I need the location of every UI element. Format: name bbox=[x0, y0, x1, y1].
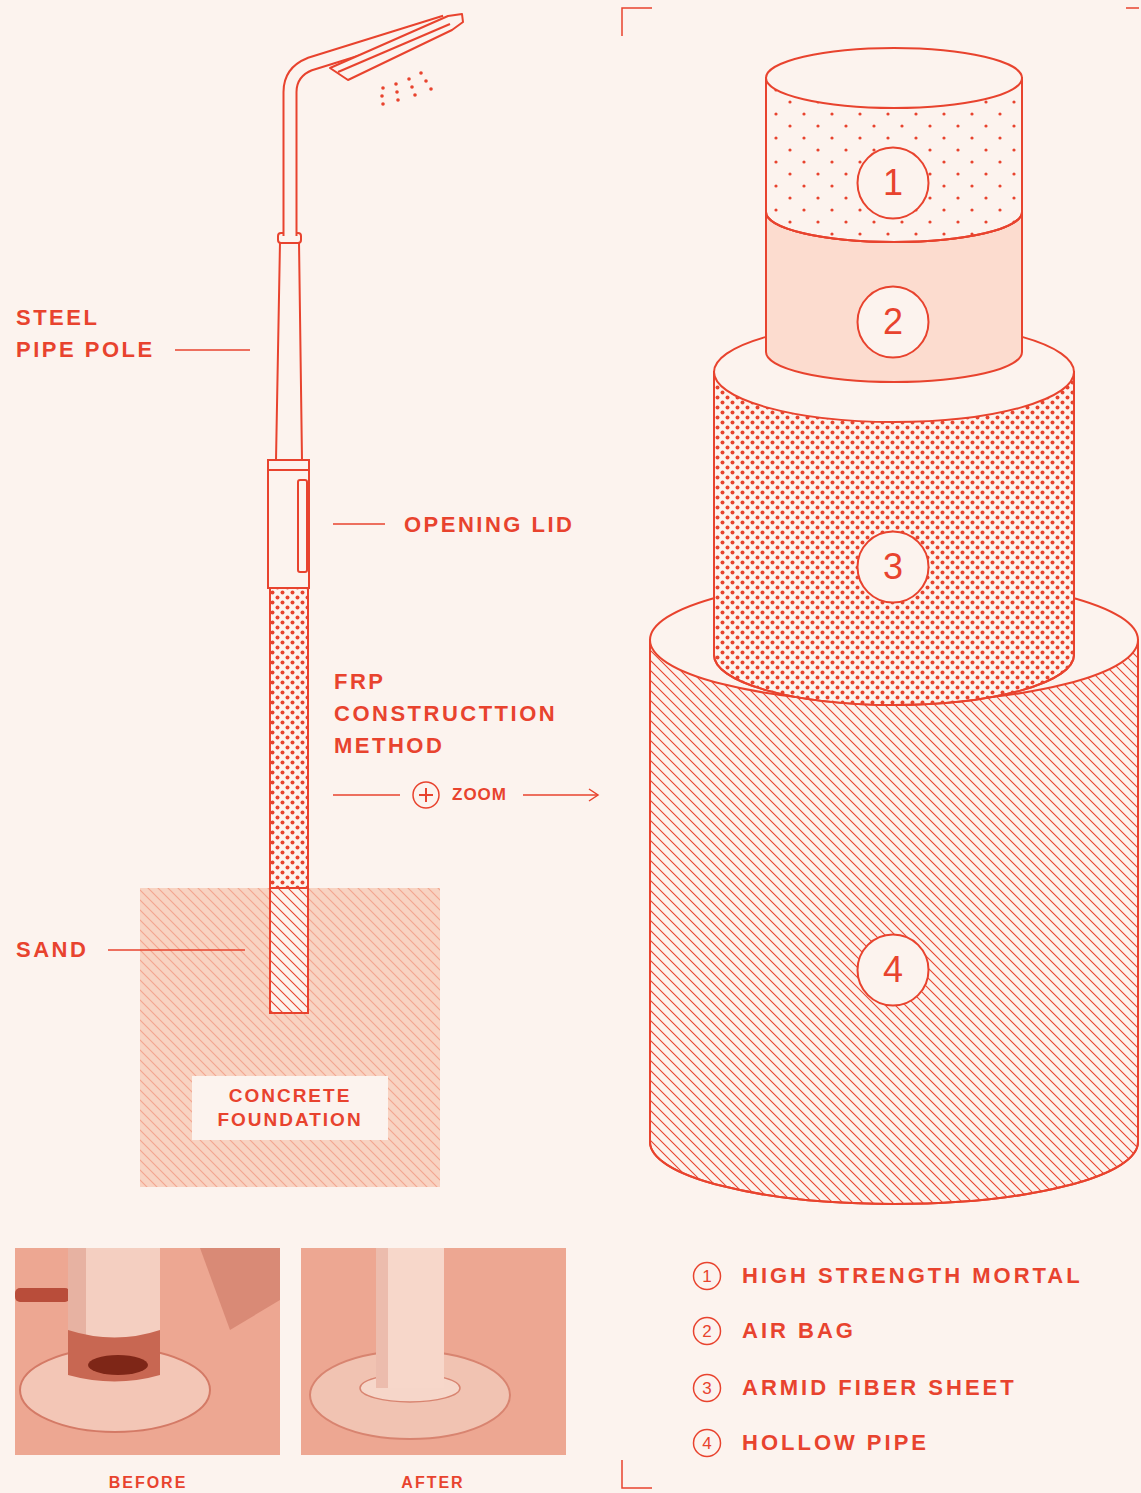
light-dot bbox=[419, 71, 423, 75]
callout-number: 4 bbox=[856, 933, 930, 1007]
zoom-plus bbox=[419, 788, 433, 802]
circle-shape bbox=[694, 1375, 721, 1402]
mortar-top bbox=[766, 48, 1022, 108]
light-dot bbox=[395, 90, 399, 94]
key-label: HIGH STRENGTH MORTAL bbox=[742, 1261, 1083, 1291]
number-text: 3 bbox=[702, 1380, 711, 1397]
number-text: 1 bbox=[702, 1268, 711, 1285]
photo-pole-base bbox=[20, 1348, 210, 1432]
frp-section bbox=[270, 588, 308, 888]
zoom-line bbox=[333, 794, 400, 796]
number-text: 2 bbox=[883, 304, 903, 340]
lamp-bulb bbox=[338, 24, 450, 72]
after-photo bbox=[301, 1248, 566, 1455]
key-label: HOLLOW PIPE bbox=[742, 1428, 929, 1458]
foundation-label-box: CONCRETE FOUNDATION bbox=[192, 1076, 388, 1140]
pole-upper-section bbox=[276, 242, 302, 460]
key-number: 3 bbox=[692, 1373, 722, 1403]
callout-number: 2 bbox=[856, 285, 930, 359]
circle-shape bbox=[694, 1430, 721, 1457]
light-dot bbox=[381, 102, 385, 106]
circle-shape bbox=[858, 148, 929, 219]
photo-rust bbox=[68, 1330, 160, 1382]
key-number: 2 bbox=[692, 1316, 722, 1346]
key-number: 1 bbox=[692, 1261, 722, 1291]
photo-pole-shade bbox=[376, 1248, 388, 1388]
leader-lines bbox=[108, 350, 598, 950]
pole-lower-section bbox=[268, 460, 309, 588]
light-dot bbox=[410, 85, 414, 89]
callout-number: 3 bbox=[856, 530, 930, 604]
photo-hose bbox=[15, 1288, 70, 1302]
bracket bbox=[1126, 7, 1139, 9]
pole-collar bbox=[268, 460, 309, 470]
hollow-pipe-hatch bbox=[650, 640, 1138, 1204]
key-number: 4 bbox=[692, 1428, 722, 1458]
light-dot bbox=[381, 86, 385, 90]
number-text: 4 bbox=[883, 952, 903, 988]
part-label: OPENING LID bbox=[404, 509, 575, 541]
part-label: STEEL PIPE POLE bbox=[16, 302, 161, 366]
bracket bbox=[622, 8, 652, 36]
number-text: 4 bbox=[702, 1435, 711, 1452]
photo-corrosion-hole bbox=[88, 1355, 148, 1375]
circle-shape bbox=[858, 935, 929, 1006]
frame-brackets bbox=[622, 8, 1139, 1488]
bracket bbox=[622, 1460, 652, 1488]
leader-line bbox=[333, 523, 385, 525]
sand-section bbox=[270, 888, 308, 1013]
photo-caption: BEFORE bbox=[48, 1473, 248, 1493]
circle-shape bbox=[694, 1318, 721, 1345]
hollow-pipe-body bbox=[650, 640, 1138, 1204]
foundation-block bbox=[140, 888, 440, 1187]
circle-shape bbox=[858, 287, 929, 358]
frp-dots bbox=[270, 588, 308, 888]
photo-caption: AFTER bbox=[333, 1473, 533, 1493]
circle-shape bbox=[694, 1263, 721, 1290]
zoom-arrow bbox=[523, 794, 598, 796]
number-text: 2 bbox=[702, 1323, 711, 1340]
photo-equipment bbox=[200, 1248, 280, 1330]
opening-lid bbox=[298, 480, 307, 572]
layer-cylinders bbox=[650, 48, 1138, 1204]
photo-ground bbox=[301, 1248, 566, 1455]
node-text: CONCRETE FOUNDATION bbox=[210, 1084, 370, 1132]
sand-hatch bbox=[270, 888, 308, 1013]
part-label: FRP CONSTRUCTTION METHOD bbox=[334, 666, 574, 762]
zoom-arrowhead bbox=[589, 789, 598, 801]
light-dot bbox=[380, 94, 384, 98]
key-label: AIR BAG bbox=[742, 1316, 856, 1346]
before-photo bbox=[15, 1248, 280, 1455]
foundation-hatch bbox=[140, 888, 440, 1187]
circle-shape bbox=[858, 532, 929, 603]
callout-number: 1 bbox=[856, 146, 930, 220]
photo-ground bbox=[15, 1248, 280, 1455]
leader-line bbox=[108, 949, 245, 951]
light-dot bbox=[424, 79, 428, 83]
number-text: 1 bbox=[883, 165, 903, 201]
light-rays bbox=[380, 71, 433, 106]
zoom-label: ZOOM bbox=[452, 785, 507, 805]
light-dot bbox=[429, 87, 433, 91]
number-text: 3 bbox=[883, 549, 903, 585]
light-dot bbox=[407, 77, 411, 81]
concrete-foundation bbox=[140, 888, 440, 1187]
part-label: SAND bbox=[16, 934, 88, 966]
zoom-icon bbox=[413, 782, 439, 808]
light-dot bbox=[394, 82, 398, 86]
photo-pole bbox=[376, 1248, 444, 1388]
light-dot bbox=[396, 98, 400, 102]
leader-line bbox=[175, 349, 250, 351]
lamp-head bbox=[330, 14, 463, 80]
key-label: ARMID FIBER SHEET bbox=[742, 1373, 1017, 1403]
light-dot bbox=[413, 93, 417, 97]
